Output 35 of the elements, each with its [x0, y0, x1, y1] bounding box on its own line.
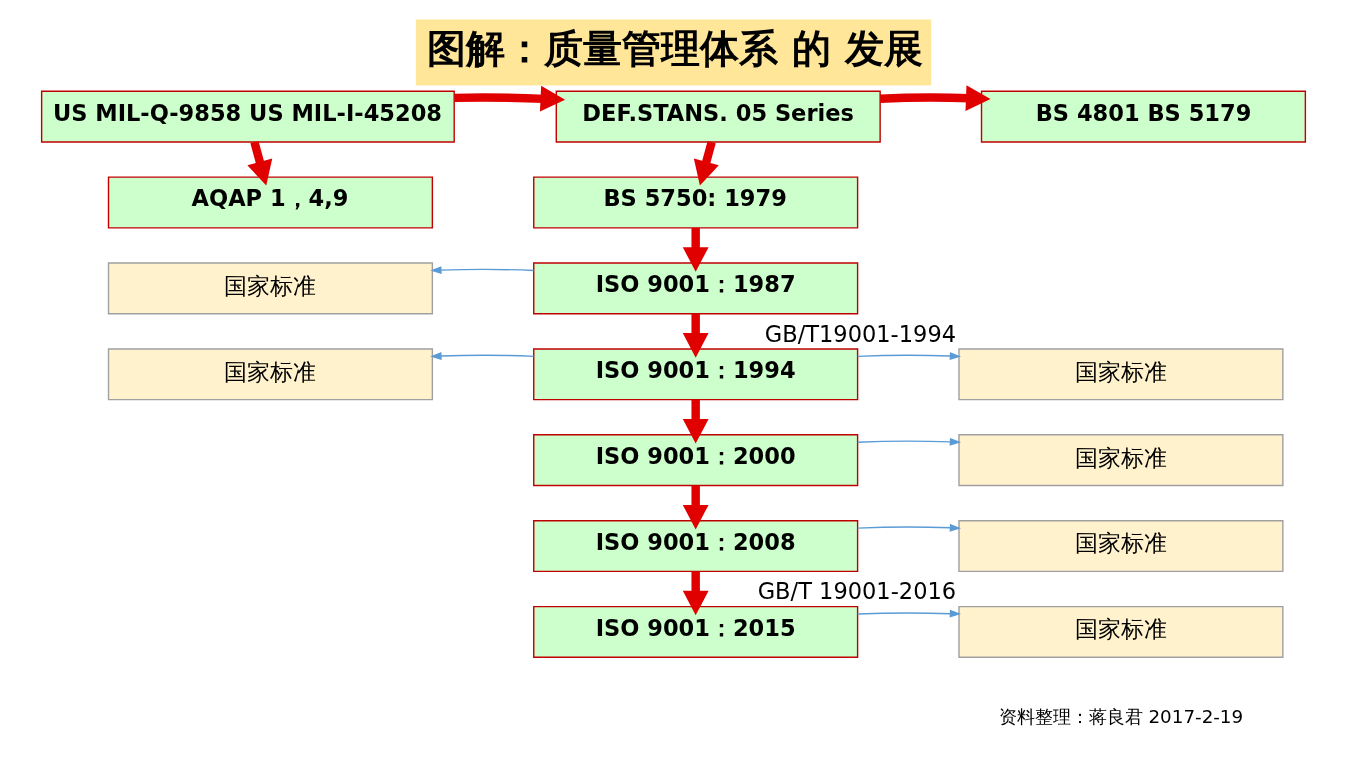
- arrow: [693, 140, 719, 186]
- node-box: BS 5750: 1979: [532, 176, 858, 229]
- node-box: 国家标准: [957, 434, 1284, 487]
- diagram-title: 图解：质量管理体系 的 发展: [426, 24, 923, 71]
- arrow: [856, 437, 961, 446]
- node-box: ISO 9001：2008: [532, 520, 858, 573]
- node-label: GB/T 19001-2016: [757, 578, 956, 605]
- arrow: [682, 399, 709, 444]
- arrow: [879, 85, 991, 111]
- node-box: ISO 9001：2000: [532, 434, 858, 487]
- node-box: US MIL-Q-9858 US MIL-I-45208: [40, 90, 455, 143]
- arrow: [682, 227, 709, 272]
- node-box: ISO 9001：2015: [532, 605, 858, 658]
- node-box: 国家标准: [957, 520, 1284, 573]
- arrow: [454, 85, 565, 112]
- arrow: [429, 266, 534, 275]
- arrow: [682, 571, 709, 616]
- arrow: [429, 352, 534, 360]
- arrow: [682, 485, 709, 530]
- node-box: 国家标准: [107, 262, 433, 315]
- node-box: BS 4801 BS 5179: [980, 90, 1306, 143]
- node-box: 国家标准: [957, 605, 1284, 658]
- arrow: [856, 523, 961, 532]
- node-box: AQAP 1，4,9: [107, 176, 433, 229]
- arrow: [682, 313, 709, 358]
- node-box: ISO 9001：1994: [532, 348, 858, 401]
- node-label: GB/T19001-1994: [764, 320, 956, 347]
- arrow: [856, 609, 961, 618]
- node-box: ISO 9001：1987: [532, 262, 858, 315]
- node-box: 国家标准: [957, 348, 1284, 401]
- node-box: 国家标准: [107, 348, 433, 401]
- node-box: DEF.STANS. 05 Series: [555, 90, 881, 143]
- arrow: [856, 352, 961, 360]
- arrow: [246, 140, 272, 186]
- label: 资料整理：蒋良君 2017-2-19: [998, 705, 1243, 727]
